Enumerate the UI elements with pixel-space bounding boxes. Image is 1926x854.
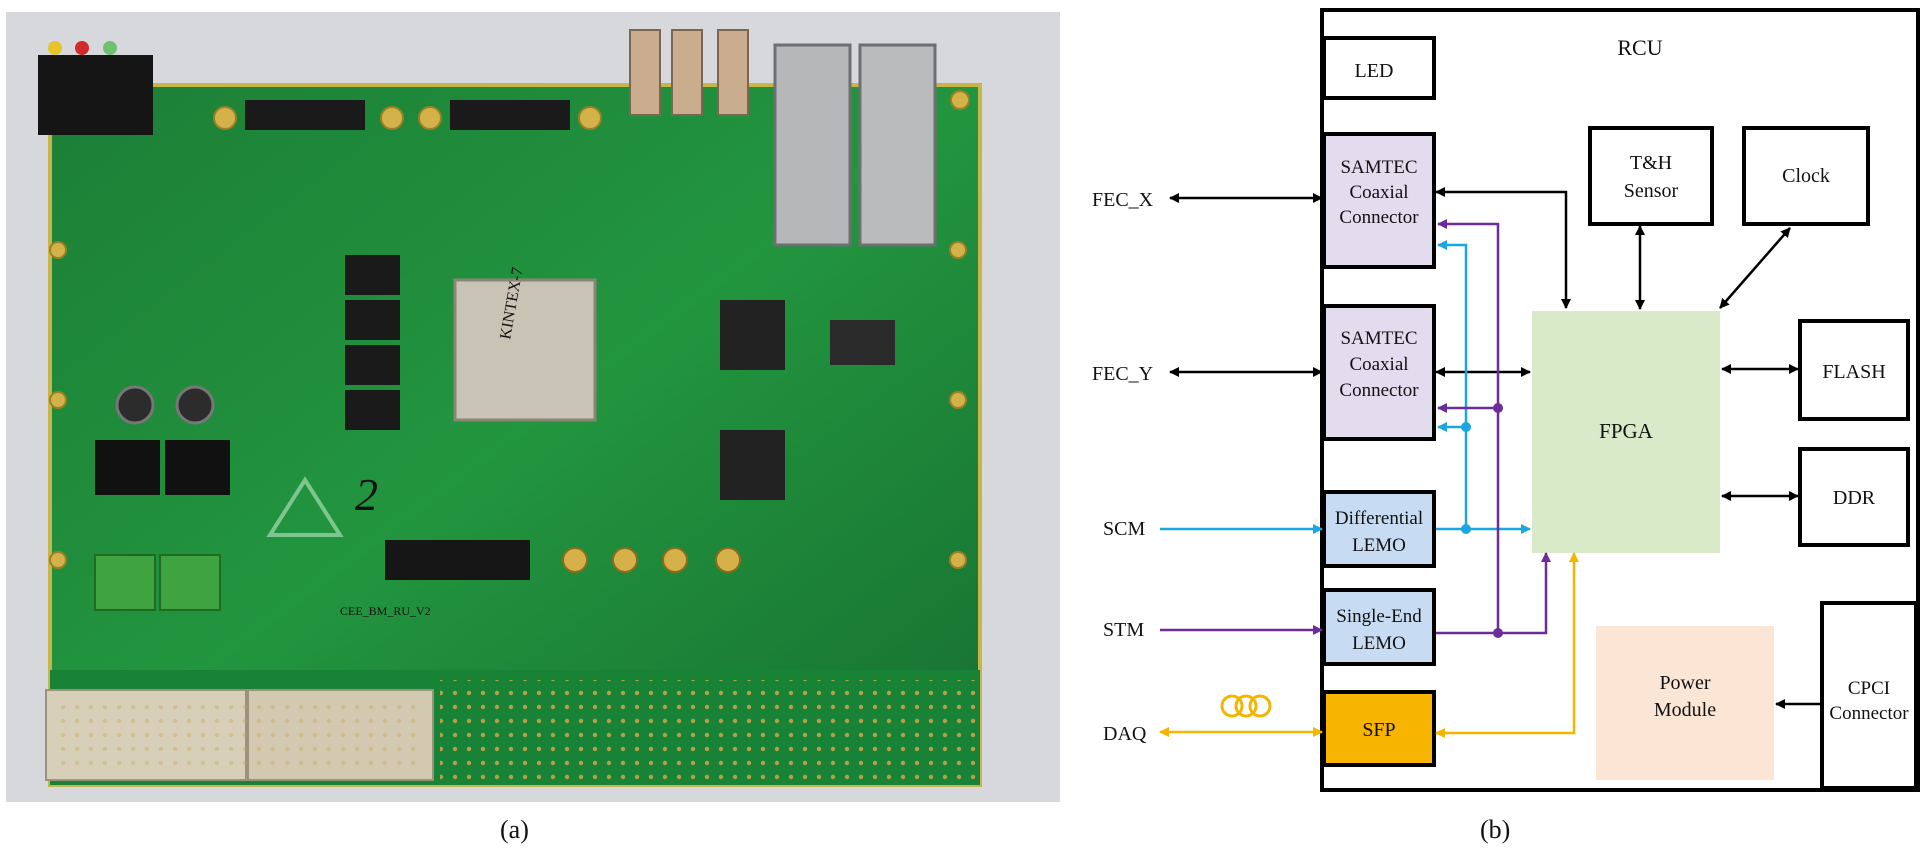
samtec-2-label-line3: Connector xyxy=(1339,380,1419,401)
pin-field xyxy=(440,680,980,780)
flash-block xyxy=(1798,319,1910,421)
cpci-connector-label-line1: CPCI xyxy=(1848,678,1890,699)
samtec-block-2 xyxy=(1322,304,1436,441)
ddr-label: DDR xyxy=(1833,487,1876,509)
caption-a: (a) xyxy=(500,815,529,844)
fec-x-label: FEC_X xyxy=(1092,189,1154,211)
cpci-connector-label-line2: Connector xyxy=(1829,703,1909,724)
inductor-2 xyxy=(165,440,230,495)
th-sensor-label-line2: Sensor xyxy=(1624,180,1679,202)
flash-label: FLASH xyxy=(1822,361,1885,383)
samtec-2-label-line1: SAMTEC xyxy=(1340,328,1417,349)
pcb-photo: KINTEX-7 2 CEE_BM_RU_V2 xyxy=(6,12,1060,802)
scm-label: SCM xyxy=(1103,518,1145,540)
daq-connections xyxy=(1159,552,1579,738)
scm-connections xyxy=(1160,240,1531,534)
daq-label: DAQ xyxy=(1103,723,1147,745)
led-label: LED xyxy=(1355,60,1394,82)
samtec-1-label-line1: SAMTEC xyxy=(1340,157,1417,178)
sfp-label: SFP xyxy=(1362,719,1395,741)
scm-junction-1 xyxy=(1461,524,1471,534)
stm-junction-1 xyxy=(1493,628,1503,638)
led-yellow xyxy=(48,41,62,55)
terminal-block-2 xyxy=(159,554,221,611)
th-sensor-block xyxy=(1588,126,1714,226)
board-marking: CEE_BM_RU_V2 xyxy=(340,604,431,618)
fpga-label: FPGA xyxy=(1599,419,1654,443)
clock-block xyxy=(1742,126,1870,226)
stm-label: STM xyxy=(1103,619,1144,641)
sma-connectors xyxy=(562,547,741,573)
mounting-holes xyxy=(49,90,970,569)
led-header xyxy=(38,55,153,135)
fpga-block xyxy=(1532,311,1720,553)
top-connector-1 xyxy=(245,100,365,130)
stm-junction-2 xyxy=(1493,403,1503,413)
transformer-2 xyxy=(720,430,785,500)
capacitor-1 xyxy=(115,385,155,425)
sfp-block xyxy=(1322,690,1436,767)
transformer-1 xyxy=(720,300,785,370)
rcu-title: RCU xyxy=(1617,35,1662,60)
led-green xyxy=(103,41,117,55)
board-logo xyxy=(266,476,344,537)
samtec-1-label-line3: Connector xyxy=(1339,207,1419,228)
memory-chips xyxy=(345,255,400,430)
power-module-label-line2: Module xyxy=(1654,699,1716,721)
fpga-chip xyxy=(453,278,597,422)
side-connector xyxy=(830,320,895,365)
caption-b: (b) xyxy=(1480,815,1511,844)
cpci-pin-rows xyxy=(55,705,425,765)
fec-y-label: FEC_Y xyxy=(1092,363,1153,385)
optical-fiber-icon xyxy=(1220,694,1272,718)
led-red xyxy=(75,41,89,55)
single-end-lemo-block xyxy=(1322,588,1436,666)
rcu-block-diagram: RCU LED SAMTEC Coaxial Connector SAMTEC … xyxy=(1092,8,1920,792)
inductor-1 xyxy=(95,440,160,495)
samtec-2-label-line2: Coaxial xyxy=(1349,354,1408,375)
differential-lemo-label-line2: LEMO xyxy=(1352,535,1406,556)
differential-lemo-label-line1: Differential xyxy=(1335,508,1423,529)
differential-lemo-block xyxy=(1322,490,1436,568)
power-module-block xyxy=(1596,626,1774,780)
power-module-label-line1: Power xyxy=(1659,672,1710,694)
samtec-block-1 xyxy=(1322,132,1436,269)
single-end-lemo-label-line2: LEMO xyxy=(1352,633,1406,654)
top-connector-2 xyxy=(450,100,570,130)
sfp-cage-2 xyxy=(858,43,937,247)
bnc-connectors xyxy=(629,29,749,116)
handwritten-mark: 2 xyxy=(355,469,378,520)
cpci-connector-block xyxy=(1820,601,1918,790)
capacitor-2 xyxy=(175,385,215,425)
sfp-cage-1 xyxy=(773,43,852,247)
black-connections xyxy=(1169,187,1820,709)
samtec-1-label-line2: Coaxial xyxy=(1349,182,1408,203)
th-sensor-label-line1: T&H xyxy=(1630,152,1672,174)
led-block xyxy=(1322,36,1436,100)
scm-junction-2 xyxy=(1461,422,1471,432)
clock-label: Clock xyxy=(1782,165,1830,187)
ddr-block xyxy=(1798,447,1910,547)
terminal-block-1 xyxy=(94,554,156,611)
single-end-lemo-label-line1: Single-End xyxy=(1336,606,1422,627)
bottom-header xyxy=(385,540,530,580)
